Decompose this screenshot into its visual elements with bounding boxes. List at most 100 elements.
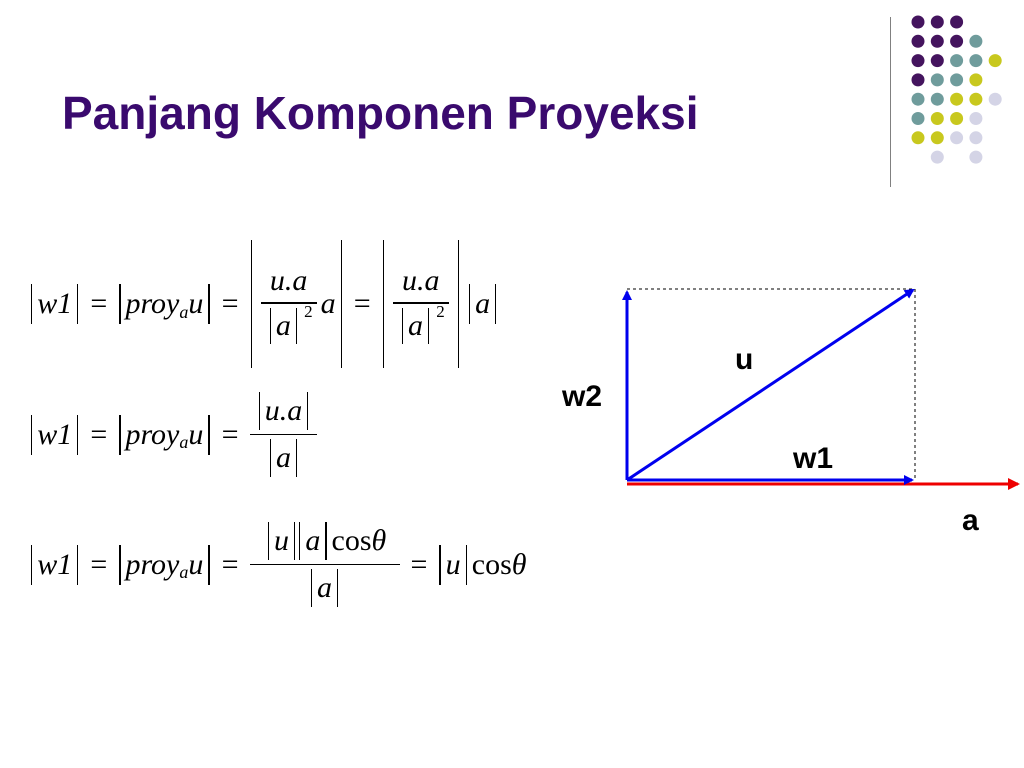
proy-symbol: proy [125,547,180,581]
a-symbol: a [275,308,291,342]
abs-bar [77,414,79,455]
abs-bar [119,284,121,324]
u-dot-a: u.a [264,394,303,427]
abs-bar [293,522,296,560]
decorative-dot [911,34,925,48]
decorative-dot [911,92,925,106]
label-u: u [735,343,754,376]
abs-bar [337,569,339,608]
decorative-dot [969,150,983,164]
decorative-dot [930,150,944,164]
decorative-dot [969,112,983,125]
numerator-u-dot-a: u.a [402,264,440,298]
decorative-dot [930,15,944,29]
abs-bar-tall [382,240,384,368]
abs-bar [307,392,309,430]
decorative-dot [911,73,925,87]
theta-symbol: θ [511,547,527,581]
label-a: a [962,504,979,537]
equals-sign: = [410,547,428,581]
theta-symbol: θ [371,524,387,557]
decorative-dot [969,54,983,68]
decorative-dot [950,131,964,145]
subscript-a: a [179,301,189,322]
subscript-a: a [179,432,189,453]
abs-bar [295,439,298,478]
decorative-dot [911,131,925,145]
abs-bar [465,544,467,585]
abs-bar [208,414,210,455]
u-symbol: u [188,287,204,320]
abs-bar [495,284,497,324]
decorative-dot [911,15,925,29]
equals-sign: = [90,287,108,320]
a-symbol: a [317,571,332,605]
abs-bar-tall [457,240,459,368]
abs-bar [428,307,430,344]
abs-bar [310,569,312,608]
u-symbol: u [273,524,289,557]
abs-bar [258,392,260,430]
superscript-2: 2 [436,301,445,321]
decorative-dot [911,54,925,68]
abs-bar [77,544,79,585]
decorative-dot [930,112,944,125]
abs-bar-tall [250,240,252,368]
cos-function: cos [331,524,372,557]
fraction-line [249,434,318,436]
a-symbol: a [320,287,336,320]
label-w1: w1 [793,442,834,475]
abs-bar [31,284,33,324]
accent-divider-line [890,17,891,187]
w1-symbol: w1 [37,287,73,320]
a-symbol: a [408,308,424,342]
decorative-dot [950,92,964,106]
abs-bar [295,307,298,344]
slide-title: Panjang Komponen Proyeksi [62,87,699,139]
abs-bar [119,414,121,455]
a-symbol: a [475,287,491,320]
abs-bar [468,284,471,324]
abs-bar [267,522,269,560]
decorative-dot [950,54,964,68]
a-symbol: a [275,441,291,475]
decorative-dot [930,92,944,106]
vector-u-arrow [626,288,915,482]
decorative-dot [950,15,964,29]
decorative-dot [930,73,944,87]
decorative-dot [969,34,983,48]
abs-bar [325,522,327,560]
abs-bar [31,414,33,455]
decorative-dot [930,131,944,145]
decorative-dot [969,92,983,106]
abs-bar [401,307,404,344]
abs-bar [269,439,271,478]
equals-sign: = [221,547,239,581]
abs-bar [299,522,301,560]
decorative-dot [969,73,983,87]
subscript-a: a [179,562,189,583]
equals-sign: = [90,547,108,581]
abs-bar-tall [340,240,342,368]
abs-bar [77,284,79,324]
cos-function: cos [471,547,512,581]
decorative-dot [950,34,964,48]
decorative-dot [988,54,1002,68]
proy-symbol: proy [125,287,180,320]
equals-sign: = [90,417,108,451]
u-symbol: u [445,547,461,581]
decorative-dot [988,92,1002,106]
w1-symbol: w1 [37,547,73,581]
equals-sign: = [353,287,371,320]
w1-symbol: w1 [37,417,73,451]
decorative-dot [911,112,925,125]
numerator-u-dot-a: u.a [269,264,308,298]
